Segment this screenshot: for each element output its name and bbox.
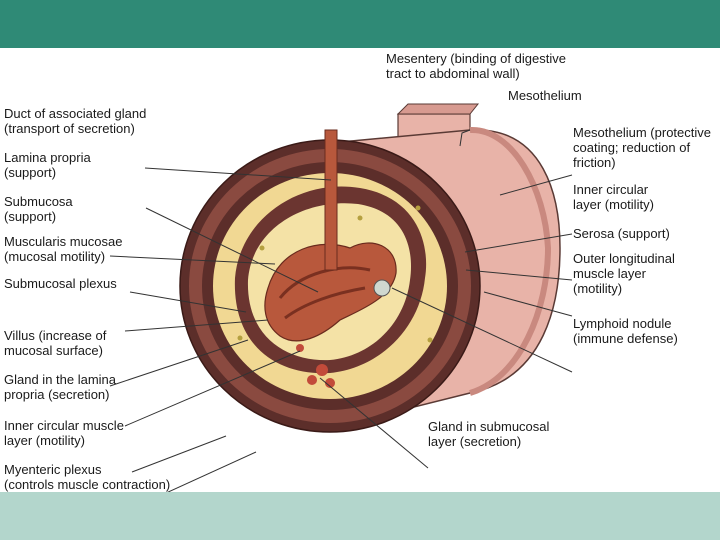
digestive-tract-diagram: Mesentery (binding of digestive tract to…	[0, 48, 720, 492]
leader-lines	[109, 129, 573, 492]
gland-submucosal	[325, 378, 335, 388]
gland-submucosal	[316, 364, 328, 376]
label-inner-circular: Inner circular layer (motility)	[573, 182, 654, 212]
label-mesothelium-top: Mesothelium	[508, 88, 582, 103]
label-outer-longitudinal: Outer longitudinal muscle layer (motilit…	[573, 251, 675, 296]
label-mesothelium-side: Mesothelium (protective coating; reducti…	[573, 125, 711, 170]
label-submucosal-plexus: Submucosal plexus	[4, 276, 117, 291]
mesentery-flap-top	[396, 103, 480, 115]
label-inner-circular-muscle: Inner circular muscle layer (motility)	[4, 418, 124, 448]
slide-footer-bar	[0, 492, 720, 540]
label-lymphoid-nodule: Lymphoid nodule (immune defense)	[573, 316, 678, 346]
label-submucosa: Submucosa (support)	[4, 194, 73, 224]
label-myenteric-plexus: Myenteric plexus (controls muscle contra…	[4, 462, 171, 492]
label-mesentery: Mesentery (binding of digestive tract to…	[386, 51, 566, 81]
label-muscularis-mucosae: Muscularis mucosae (mucosal motility)	[4, 234, 123, 264]
mucosa-fold-line	[284, 286, 366, 320]
gland-duct	[324, 129, 338, 271]
label-gland-submucosal: Gland in submucosal layer (secretion)	[428, 419, 550, 449]
gland-lamina	[296, 344, 304, 352]
digestive-tract-illustration	[109, 103, 573, 492]
label-villus: Villus (increase of mucosal surface)	[4, 328, 107, 358]
gland-submucosal	[307, 375, 317, 385]
label-serosa: Serosa (support)	[573, 226, 670, 241]
label-gland-lamina: Gland in the lamina propria (secretion)	[4, 372, 117, 402]
mucosa-fold-line	[278, 266, 371, 299]
label-lamina-propria: Lamina propria (support)	[4, 150, 91, 180]
label-duct: Duct of associated gland (transport of s…	[4, 106, 147, 136]
slide-header-bar	[0, 0, 720, 48]
outer-shading	[469, 126, 552, 396]
lymphoid-nodule	[373, 279, 391, 297]
